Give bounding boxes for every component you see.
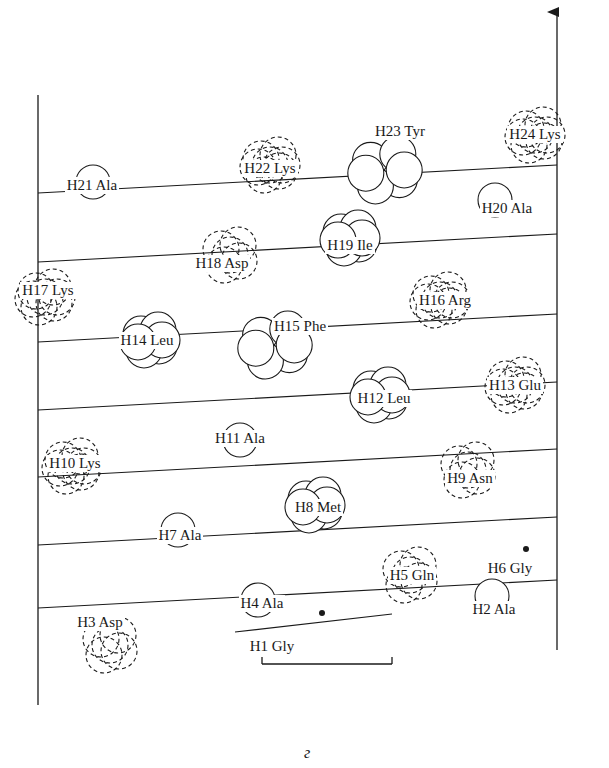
residue-label: H9 Asn — [445, 470, 494, 487]
side-chain-circle — [238, 330, 274, 366]
residue-label: H7 Ala — [157, 527, 204, 544]
residue-label: H22 Lys — [242, 160, 297, 177]
residue-label: H21 Ala — [65, 177, 119, 194]
residue-label: H20 Ala — [480, 200, 534, 217]
residue-label: H16 Arg — [417, 292, 473, 309]
axis-arrow — [556, 12, 557, 650]
residue-label: H13 Glu — [487, 377, 543, 394]
polar-side-chain-circle — [92, 627, 128, 663]
residue-label: H14 Leu — [119, 332, 176, 349]
residue-label: H4 Ala — [239, 595, 286, 612]
frame-line — [37, 95, 38, 705]
polar-side-chain-circle — [86, 637, 122, 673]
residue-label: H11 Ala — [213, 430, 267, 447]
scale-bracket — [391, 657, 392, 664]
residue-label: H12 Leu — [356, 390, 413, 407]
residue-label: H1 Gly — [248, 638, 297, 655]
residue-label: H5 Gln — [388, 567, 437, 584]
residue-label: H17 Lys — [20, 282, 75, 299]
residue-label: H18 Asp — [194, 255, 251, 272]
residue-label: H6 Gly — [486, 560, 535, 577]
side-chain-circle — [348, 155, 384, 191]
residue-label: H19 Ile — [325, 237, 374, 254]
side-chain-circle — [386, 152, 422, 188]
row-line — [38, 382, 557, 410]
panel-letter: г — [302, 744, 312, 761]
row-line — [38, 234, 557, 262]
polar-side-chain-circle — [101, 633, 137, 669]
residue-label: H2 Ala — [471, 601, 518, 618]
residue-label: H10 Lys — [47, 455, 102, 472]
glycine-dot — [319, 610, 325, 616]
scale-bracket — [261, 657, 262, 664]
residue-label: H15 Phe — [272, 318, 328, 335]
glycine-dot — [523, 546, 529, 552]
residue-label: H24 Lys — [507, 126, 562, 143]
residue-label: H23 Tyr — [373, 123, 427, 140]
residue-label: H3 Asp — [75, 614, 124, 631]
scale-bracket — [262, 663, 392, 664]
residue-label: H8 Met — [293, 499, 343, 516]
